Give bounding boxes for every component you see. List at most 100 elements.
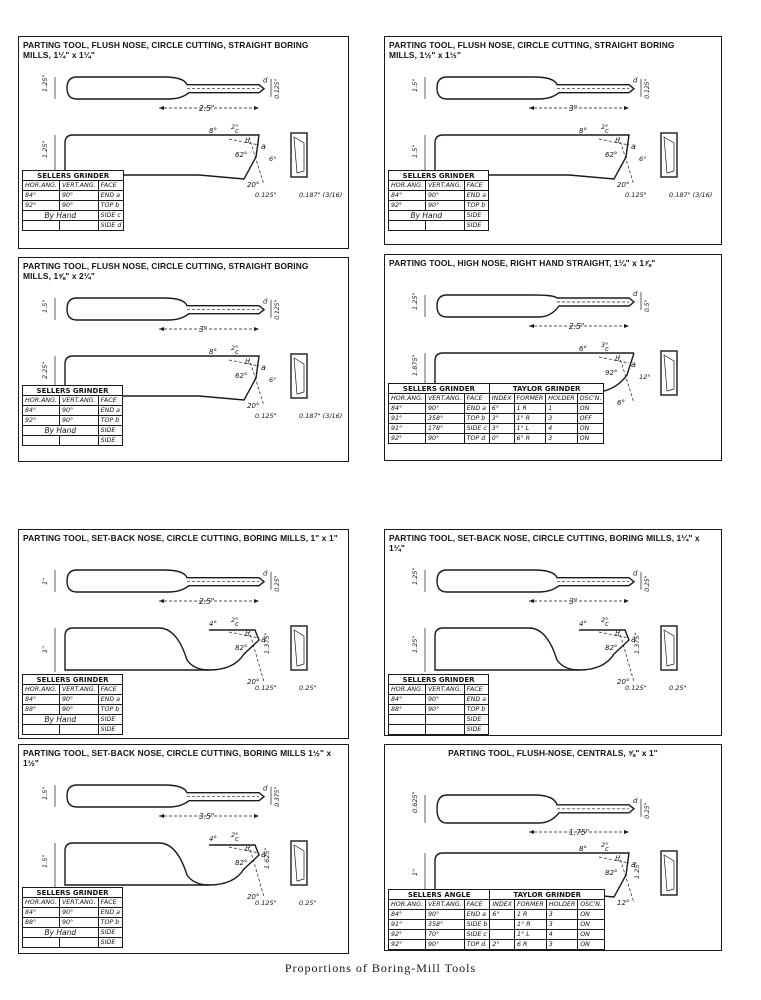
dim-label-depth: 0.125" [274,79,281,99]
neck-curve [528,627,580,671]
tool-drawing: 1.25"2.5"0.125"d1.25"8°2°62°20°6°abc0.12… [41,75,342,199]
dim-label-width: 1.5" [41,787,49,800]
column-header: INDEX [489,899,516,910]
face-label-a: a [261,363,266,372]
table-cell: 90° [424,939,465,950]
table-row: 84°90°END a [22,405,124,416]
table-row: 84°90°END a [388,190,490,201]
table-cell: SIDE c [463,929,491,940]
table-cell: END a [97,405,124,416]
angle-label: 82° [235,644,247,652]
table-cell: SIDE [97,425,124,436]
tool-drawing: 1"2.5"0.25"d1"4°2°82°20°1.375"abc0.125"0… [41,569,316,692]
column-header: HOR.ANG. [22,684,60,695]
angle-label: 2° [231,616,238,624]
table-group-header: SELLERS GRINDER [388,383,490,394]
panel-title: PARTING TOOL, HIGH NOSE, RIGHT HAND STRA… [389,258,656,268]
table-cell: 90° [58,694,99,705]
table-cell: SIDE d [97,220,125,231]
table-row: SIDE d [22,220,125,231]
table-cell: 0° [488,433,515,444]
column-header: HOR.ANG. [22,180,60,191]
table-cell: END a [463,694,490,705]
table-cell: 91° [388,413,426,424]
face-label-c: c [235,348,239,356]
table-cell: 91° [388,423,426,434]
dim-label-depth: 0.25" [644,802,651,818]
end-view-taper [293,136,305,174]
angle-ray [618,854,635,904]
table-cell: 6 R [514,939,547,950]
column-header: FACE [97,180,125,191]
table-cell [388,724,426,735]
table-cell [22,937,60,948]
column-header: VERT.ANG. [424,899,465,910]
table-cell: 91° [388,919,426,930]
table-cell: 90° [424,403,465,414]
shank-side-view [434,627,630,671]
column-header: HOLDER [545,899,579,910]
table-cell: 6° R [513,433,547,444]
table-group-header: TAYLOR GRINDER [488,383,605,394]
angle-label: 4° [209,620,217,628]
angle-label: 8° [209,127,217,135]
end-view-taper [663,854,675,892]
angle-ray [618,629,635,683]
table-cell [58,724,99,735]
dim-label-side: 1" [411,869,419,876]
angle-label: 4° [579,620,587,628]
table-cell: 90° [424,704,465,715]
dim-label-length: 1.75" [569,828,589,837]
column-header: FACE [463,684,490,695]
table-row: 88°90°TOP b [388,704,490,715]
angle-label: 20° [247,402,259,410]
blade-top-view [533,794,636,824]
dim-label-side: 1.25" [411,636,419,653]
end-view-taper [293,629,305,667]
table-cell: TOP b [97,917,124,928]
angle-label: 3° [601,341,608,349]
shank-top-view [66,784,169,808]
shank-side-view [434,852,569,894]
column-header: HOR.ANG. [388,684,426,695]
page-caption: Proportions of Boring-Mill Tools [284,961,477,975]
table-cell: 6° [488,403,515,414]
angle-label: 8° [209,348,217,356]
column-header: HOR.ANG. [22,897,60,908]
end-view-taper [293,357,305,395]
face-label-d: d [633,77,638,85]
column-header: FACE [97,897,124,908]
angle-ray [248,629,265,683]
face-label-c: c [605,845,609,853]
angle-label: 82° [605,644,617,652]
column-header: FORMER [513,393,547,404]
panel-title: PARTING TOOL, FLUSH NOSE, CIRCLE CUTTING… [389,40,675,60]
table-cell: TOP d [463,433,490,444]
dim-label-length: 3" [569,104,577,113]
angle-label: 20° [247,181,259,189]
table-cell: SIDE [463,724,490,735]
tool-panel-1: PARTING TOOL, FLUSH NOSE, CIRCLE CUTTING… [18,36,349,249]
dim-label-width: 1" [41,578,49,585]
dim-label-width: 1.25" [41,75,49,92]
angle-ray [598,856,630,864]
table-row: 88°90°TOP b [22,917,124,928]
shank-top-view [436,794,539,824]
table-cell: 3 [545,909,579,920]
shank-side-view [434,134,569,176]
table-cell [489,929,516,940]
blade-side-view [189,355,260,401]
angle-label: 20° [247,893,259,901]
table-cell: 3° [488,423,515,434]
face-label-a: a [261,635,266,644]
shank-top-view [436,76,539,100]
table-cell: 4 [545,423,578,434]
column-header: FACE [97,684,124,695]
table-cell: 178° [424,423,465,434]
angle-label: 4° [209,835,217,843]
table-cell: 1° L [513,423,547,434]
